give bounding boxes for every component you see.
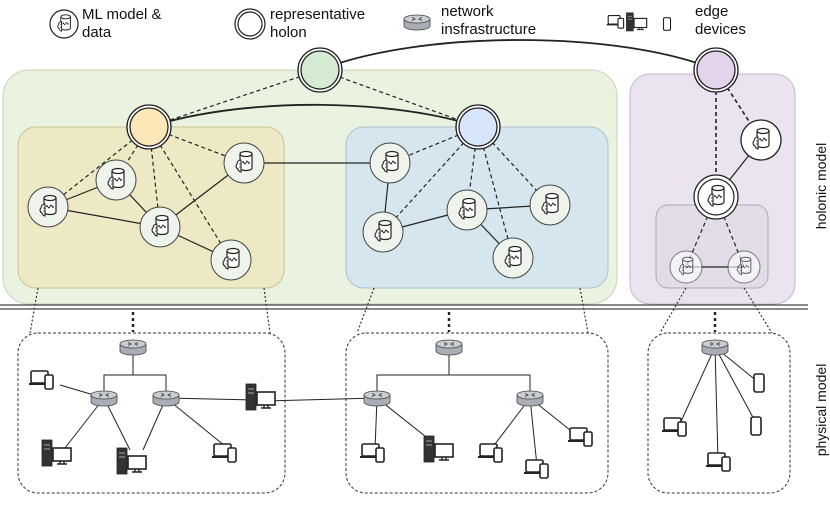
physical-group-2: [345, 332, 609, 494]
ml-node-p-rep: [693, 174, 739, 220]
ml-node-y3: [139, 206, 181, 248]
holonic-model-label: holonic model: [813, 143, 829, 229]
legend-router-icon: [403, 14, 431, 31]
legend-edge-line2: devices: [695, 21, 746, 38]
legend-network-line1: network: [441, 3, 494, 20]
ml-node-b2: [362, 211, 404, 253]
holon-purple: [693, 47, 739, 93]
router-g1-top: [119, 339, 147, 356]
projection-lines: [29, 287, 773, 334]
ml-node-y4: [210, 239, 252, 281]
ml-node-b4: [492, 237, 534, 279]
legend: ML model & data representative holon net…: [49, 3, 746, 41]
ml-node-b5: [529, 184, 571, 226]
legend-network-line2: insfrastructure: [441, 21, 536, 38]
router-g1-right: [152, 390, 180, 407]
legend-ml-model-icon: [49, 9, 79, 39]
router-g2-top: [435, 339, 463, 356]
legend-holon-line1: representative: [270, 6, 365, 23]
holon-yellow: [126, 104, 172, 150]
router-g2-right: [516, 390, 544, 407]
ml-model-nodes: [27, 119, 782, 284]
physical-group-3: [647, 332, 791, 494]
ml-node-y2: [95, 159, 137, 201]
physical-group-1: [17, 332, 286, 494]
legend-edge-devices-icon: [606, 12, 672, 32]
physical-links: [59, 346, 759, 467]
ml-node-b3: [446, 189, 488, 231]
router-g1-left: [90, 390, 118, 407]
legend-holon-line2: holon: [270, 24, 307, 41]
ml-node-y5: [223, 142, 265, 184]
device-phone: [750, 416, 762, 436]
ml-node-p2: [669, 250, 703, 284]
ml-node-p3: [727, 250, 761, 284]
holon-top-green: [297, 47, 343, 93]
ml-node-y1: [27, 186, 69, 228]
router-g3: [701, 339, 729, 356]
legend-ml-model-line1: ML model &: [82, 6, 161, 23]
ml-node-p1: [740, 119, 782, 161]
legend-holon-icon: [234, 8, 266, 40]
device-phone: [753, 373, 765, 393]
router-g2-left: [363, 390, 391, 407]
ml-node-b1: [369, 142, 411, 184]
legend-ml-model-line2: data: [82, 24, 112, 41]
holon-blue: [455, 104, 501, 150]
legend-edge-line1: edge: [695, 3, 728, 20]
holon-to-router-links: [131, 312, 717, 332]
physical-model-label: physical model: [813, 364, 829, 457]
